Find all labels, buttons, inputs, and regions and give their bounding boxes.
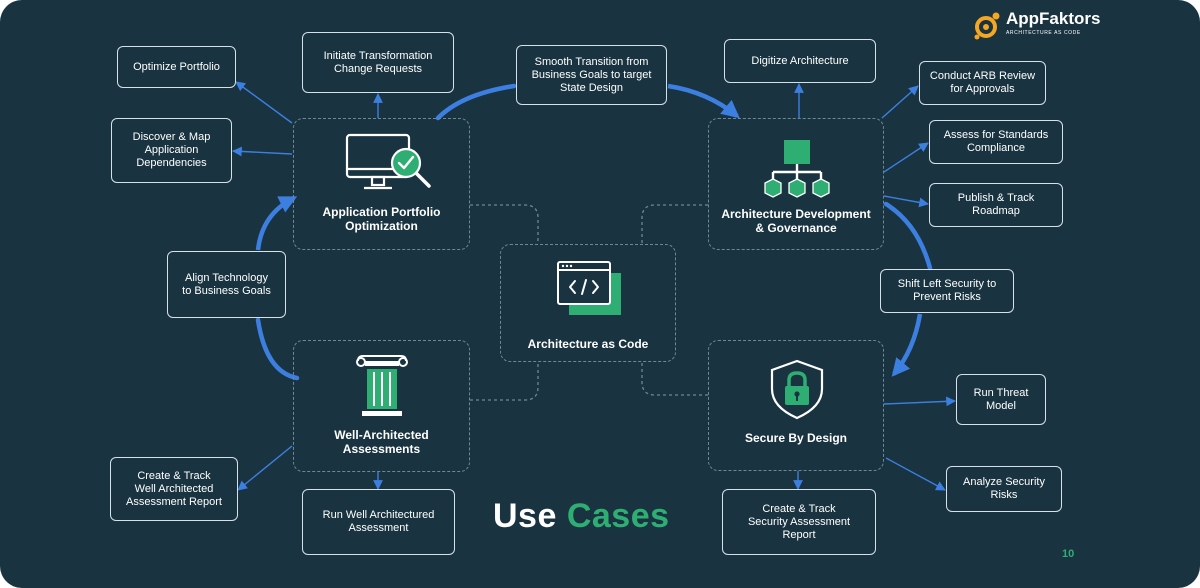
box-analyze-security: Analyze Security Risks — [946, 466, 1062, 512]
flow-arrow-smooth-to-governance — [667, 83, 740, 119]
arrow-to-create-well-report — [237, 445, 293, 491]
dashed-link-portfolio-center — [470, 204, 539, 244]
flow-arrow-portfolio-to-smooth — [435, 83, 517, 121]
dashed-link-assessments-center — [470, 362, 539, 401]
hub-title: Architecture Development & Governance — [721, 207, 871, 235]
page-number: 10 — [1062, 548, 1075, 560]
brand-tagline: ARCHITECTURE AS CODE — [1006, 30, 1081, 36]
box-assess-standards: Assess for Standards Compliance — [929, 120, 1063, 164]
brand-mark-icon — [974, 12, 1000, 40]
arrow-to-analyze-security — [885, 457, 946, 491]
arrow-to-conduct-arb — [881, 85, 919, 119]
hub-architecture-as-code: Architecture as Code — [500, 244, 676, 362]
page-title-part2: Cases — [566, 497, 670, 535]
hub-application-portfolio: Application Portfolio Optimization — [293, 118, 470, 250]
page-title: Use Cases — [493, 497, 670, 536]
dashed-link-secure-center — [641, 362, 708, 396]
box-shift-left: Shift Left Security to Prevent Risks — [880, 269, 1014, 313]
hub-secure-by-design: Secure By Design — [708, 340, 884, 471]
flow-arrow-governance-to-shift — [883, 201, 933, 271]
ionic-column-icon — [356, 355, 408, 416]
box-conduct-arb: Conduct ARB Review for Approvals — [919, 61, 1046, 105]
box-align-technology: Align Technology to Business Goals — [167, 251, 286, 318]
hub-well-architected: Well-Architected Assessments — [293, 340, 470, 472]
brand-name: AppFaktors — [1006, 9, 1101, 28]
box-run-well-review: Run Well Architectured Assessment — [302, 489, 455, 555]
flow-arrow-align-to-portfolio — [255, 195, 298, 251]
box-run-threat: Run Threat Model — [956, 374, 1046, 425]
arrow-to-run-threat — [883, 396, 956, 407]
arrow-to-discover-map — [232, 146, 293, 157]
arrow-to-assess-standards — [883, 142, 929, 173]
hub-title: Application Portfolio Optimization — [322, 205, 441, 233]
hub-title: Architecture as Code — [527, 337, 649, 351]
monitor-check-magnifier-icon — [345, 133, 431, 190]
box-smooth-transition: Smooth Transition from Business Goals to… — [516, 45, 667, 105]
flow-arrow-assessments-to-align — [255, 317, 300, 381]
code-window-icon — [557, 261, 621, 315]
arrow-to-publish-track — [883, 195, 929, 208]
box-initiate-transformation: Initiate Transformation Change Requests — [302, 32, 454, 93]
shield-lock-icon — [770, 359, 824, 420]
box-discover-map: Discover & Map Application Dependencies — [111, 118, 232, 183]
dashed-link-governance-center — [641, 204, 708, 244]
hub-title: Secure By Design — [744, 431, 848, 445]
box-publish-track: Publish & Track Roadmap — [929, 183, 1063, 227]
box-create-well-report: Create & Track Well Architected Assessme… — [110, 457, 238, 521]
box-optimize-portfolio: Optimize Portfolio — [117, 46, 236, 88]
arrow-to-optimize-portfolio — [235, 81, 293, 124]
hub-architecture-governance: Architecture Development & Governance — [708, 118, 884, 250]
hub-title: Well-Architected Assessments — [334, 428, 429, 456]
hierarchy-cubes-icon — [764, 140, 830, 198]
box-create-security-report: Create & Track Security Assessment Repor… — [722, 489, 876, 555]
page-title-part1: Use — [493, 497, 557, 535]
flow-arrow-shift-to-secure — [891, 313, 923, 377]
box-digitize-architecture: Digitize Architecture — [724, 39, 876, 83]
